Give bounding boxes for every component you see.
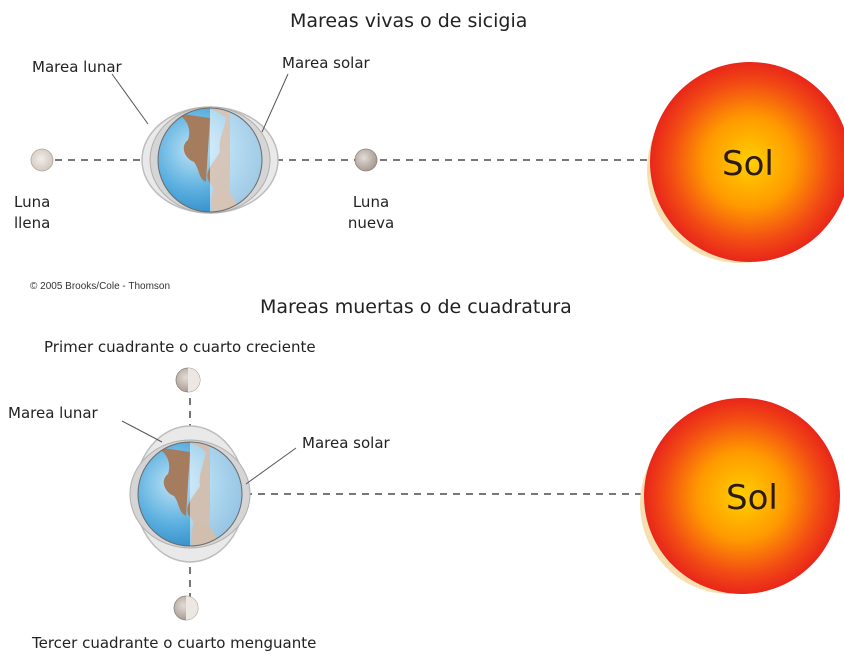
lunar-tide-leader-bottom [121,420,163,443]
sun-label-bottom: Sol [726,478,778,518]
first-quarter-label: Primer cuadrante o cuarto creciente [44,338,316,356]
lunar-tide-leader-top [111,73,149,125]
solar-tide-label-bottom: Marea solar [302,434,390,452]
lunar-tide-label-bottom: Marea lunar [8,404,98,422]
first-quarter-moon-icon [175,367,201,393]
new-moon-label-text: Luna nueva [347,193,395,232]
full-moon-label: Luna llena [14,192,84,234]
neap-tides-diagram [121,367,840,621]
full-moon-icon [30,148,54,172]
earth-bottom [137,441,243,547]
new-moon-label: Luna nueva [336,192,406,234]
solar-tide-leader-bottom [245,447,297,485]
solar-tide-label-top: Marea solar [282,54,370,72]
spring-tides-diagram [30,62,844,263]
neap-tides-title: Mareas muertas o de cuadratura [260,296,572,318]
solar-tide-leader-top [261,73,289,133]
third-quarter-moon-icon [173,595,199,621]
earth-top [157,107,263,213]
sun-label-top: Sol [722,144,774,184]
sun-bottom [640,398,840,594]
new-moon-icon [354,148,378,172]
sun-top [647,62,844,263]
lunar-tide-label-top: Marea lunar [32,58,122,76]
third-quarter-label: Tercer cuadrante o cuarto menguante [32,634,317,652]
spring-tides-title: Mareas vivas o de sicigia [290,10,528,32]
copyright-text: © 2005 Brooks/Cole - Thomson [30,281,171,292]
full-moon-label-text: Luna llena [14,193,51,232]
